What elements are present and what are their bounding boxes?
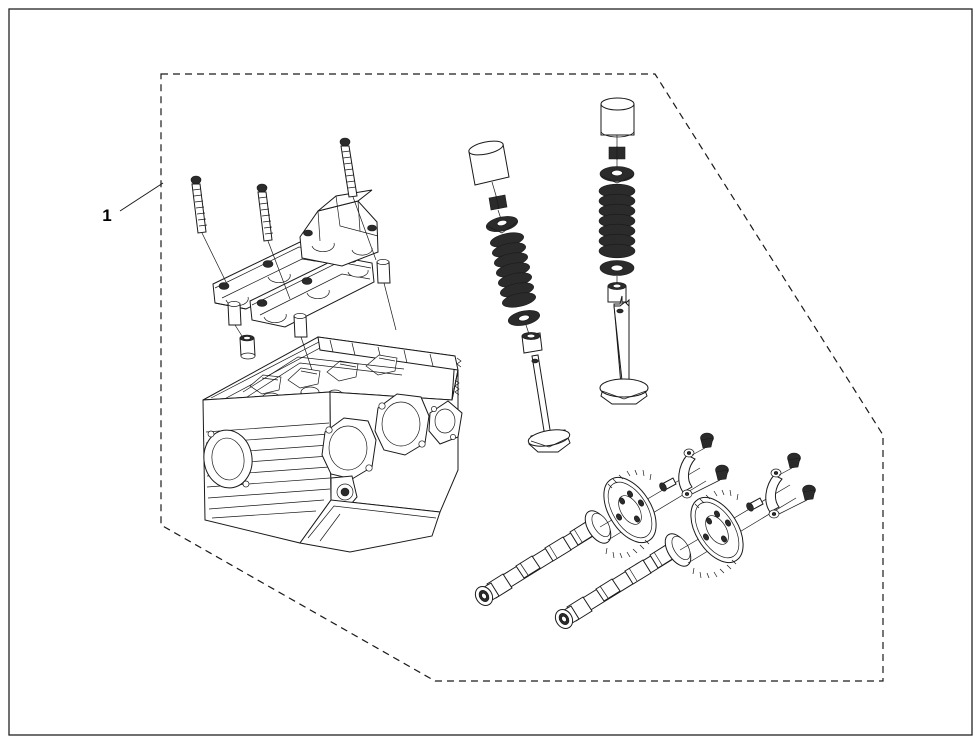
valve-cotters — [488, 194, 508, 211]
callout-1-label: 1 — [102, 206, 111, 225]
valve-stem-seal — [521, 332, 543, 354]
dowel-sleeve — [239, 334, 256, 360]
valve-assembly-left — [468, 140, 571, 453]
flange-bolt — [778, 452, 801, 476]
timing-sprocket — [690, 489, 744, 579]
camshaft-nose — [554, 596, 593, 629]
valve-cotters — [608, 146, 626, 160]
head-bolt — [256, 183, 291, 300]
camshaft-holders — [212, 189, 379, 328]
camshaft-rear — [554, 452, 816, 629]
head-bolts — [190, 137, 377, 300]
retainer-plate — [765, 468, 783, 519]
flange-bolt — [691, 432, 714, 456]
camshaft-nose — [474, 573, 513, 606]
retainer-plate — [678, 448, 696, 499]
valve-spring — [598, 183, 636, 259]
dowel-sleeve — [293, 313, 313, 371]
head-bolt — [190, 175, 227, 283]
dowel-sleeve — [376, 259, 397, 331]
valve-lifter — [600, 97, 635, 138]
dowel-pin — [746, 497, 764, 512]
spring-seat — [507, 310, 541, 326]
head-bolt — [339, 137, 377, 261]
spring-retainer — [599, 166, 635, 184]
camshaft-front — [474, 432, 729, 606]
valve-spring — [490, 232, 536, 308]
valve-assembly-right — [598, 97, 649, 405]
group-boundary — [160, 73, 884, 682]
flange-bolt — [778, 484, 816, 515]
camshaft-lobes — [595, 544, 675, 602]
camshaft-flange — [664, 533, 692, 567]
timing-sprocket — [603, 469, 657, 559]
dowel-sleeve — [227, 301, 248, 345]
callout-1: 1 — [102, 182, 164, 225]
camshaft-flange — [584, 510, 612, 544]
spring-seat — [599, 260, 635, 276]
outer-border — [8, 8, 973, 736]
cylinder-head — [202, 336, 463, 553]
valve-stem-seal — [607, 282, 627, 303]
callout-1-leader — [119, 182, 164, 212]
valve-lifter — [468, 140, 510, 186]
camshaft-lobes — [515, 521, 595, 579]
flange-bolt — [691, 464, 729, 495]
valve — [527, 354, 571, 453]
valve — [599, 295, 649, 405]
dowel-sleeves — [227, 259, 397, 371]
dowel-pin — [659, 477, 677, 492]
spring-retainer — [485, 216, 519, 234]
